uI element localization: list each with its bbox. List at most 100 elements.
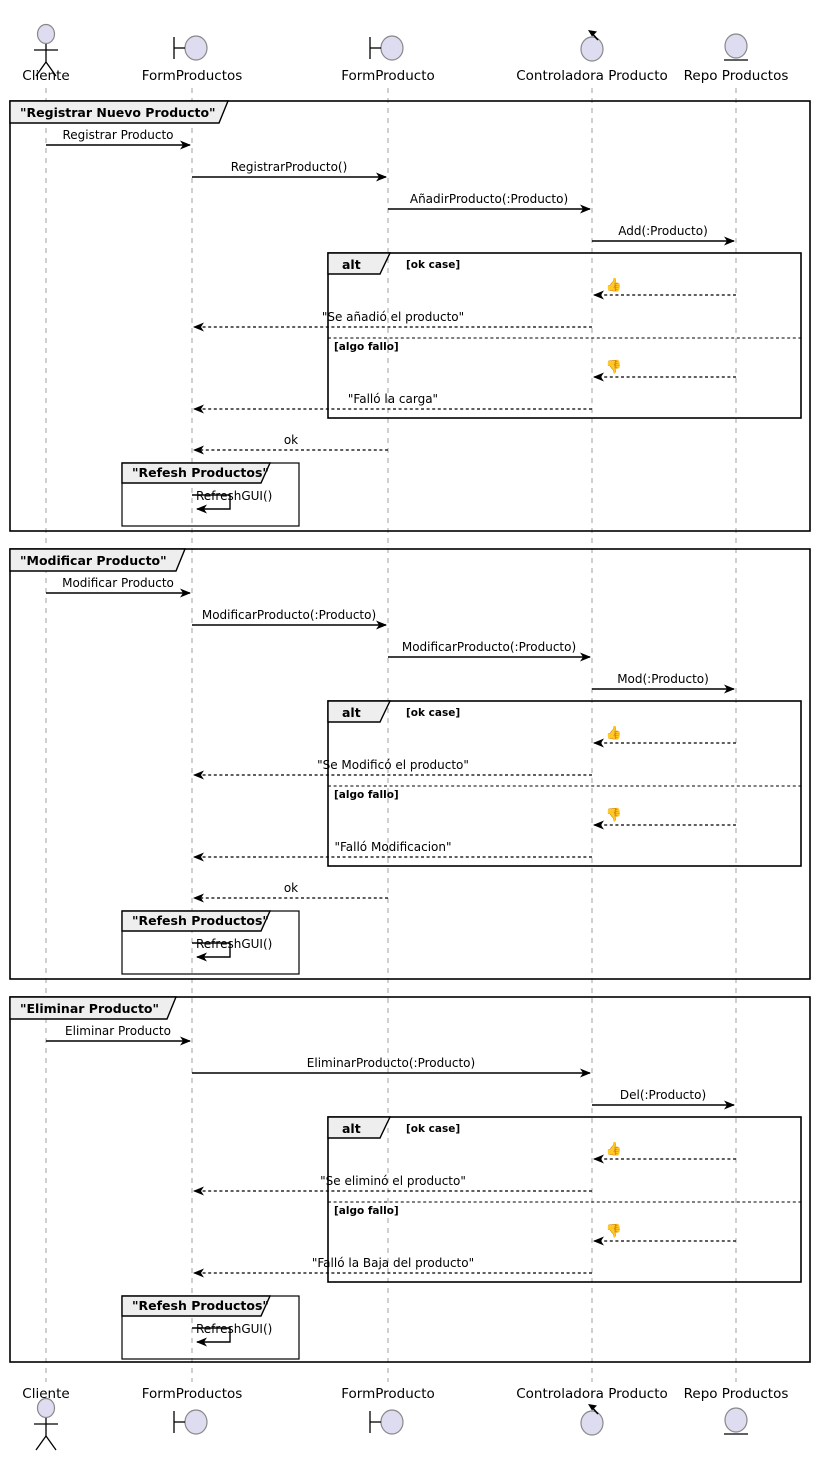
message-m12: ModificarProducto(:Producto)	[192, 608, 387, 630]
group-refresh-2-tab	[121, 910, 272, 932]
message-m7: 👎	[593, 359, 736, 382]
message-label-m3: AñadirProducto(:Producto)	[410, 192, 568, 206]
participant-heads-layer: ClienteClienteFormProductosFormProductos…	[22, 23, 789, 1451]
alt-fragment-alt-eliminar: alt [ok case] [algo fallo]	[327, 1116, 802, 1283]
message-label-m1: Registrar Producto	[62, 128, 173, 142]
alt-tab-alt-modificar	[327, 700, 392, 723]
alt-guard-alt-eliminar-0: [ok case]	[406, 1123, 460, 1135]
message-m9: ok	[193, 433, 388, 455]
message-m17: 👎	[593, 807, 736, 830]
message-label-m23: Del(:Producto)	[620, 1088, 706, 1102]
group-eliminar-tab	[9, 996, 178, 1020]
message-m19: ok	[193, 881, 388, 903]
message-m14: Mod(:Producto)	[592, 672, 735, 694]
boundary-icon	[369, 1409, 404, 1435]
message-m23: Del(:Producto)	[592, 1088, 735, 1110]
group-registrar-frame	[9, 100, 811, 532]
message-m18: "Falló Modificacion"	[193, 840, 592, 862]
thumbs-up-icon: 👍	[606, 277, 622, 293]
message-label-m9: ok	[284, 433, 298, 447]
group-refresh-3-title: "Refesh Productos"	[132, 1298, 269, 1313]
boundary-icon	[173, 35, 208, 61]
alt-frame-alt-modificar	[327, 700, 802, 867]
message-label-m14: Mod(:Producto)	[617, 672, 709, 686]
thumbs-up-icon: 👍	[606, 725, 622, 741]
entity-icon	[724, 33, 748, 61]
boundary-icon	[173, 1409, 208, 1435]
group-refresh-1-tab	[121, 462, 272, 484]
message-m11: Modificar Producto	[46, 576, 191, 598]
message-m5: 👍	[593, 277, 736, 300]
message-m15: 👍	[593, 725, 736, 748]
entity-icon	[724, 1407, 748, 1435]
control-icon	[580, 30, 604, 62]
alt-frame-alt-eliminar	[327, 1116, 802, 1283]
group-refresh-3: "Refesh Productos"	[121, 1295, 300, 1360]
group-modificar-frame	[9, 548, 811, 980]
participant-footer-label-controladora: Controladora Producto	[516, 1386, 668, 1402]
group-refresh-3-tab	[121, 1295, 272, 1317]
self-message-label-m20: RefreshGUI()	[196, 937, 272, 951]
self-message-label-m28: RefreshGUI()	[196, 1322, 272, 1336]
message-m22: EliminarProducto(:Producto)	[192, 1056, 591, 1078]
message-m6: "Se añadió el producto"	[193, 310, 592, 332]
group-registrar-title: "Registrar Nuevo Producto"	[20, 105, 216, 120]
participant-footer-label-cliente: Cliente	[22, 1386, 69, 1402]
participant-label-controladora: Controladora Producto	[516, 68, 668, 84]
alt-guard-alt-registrar-1: [algo fallo]	[334, 341, 399, 353]
message-m3: AñadirProducto(:Producto)	[388, 192, 591, 214]
message-label-m25: "Se eliminó el producto"	[320, 1174, 466, 1188]
message-label-m19: ok	[284, 881, 298, 895]
thumbs-down-icon: 👎	[606, 1223, 622, 1239]
alt-guard-alt-eliminar-1: [algo fallo]	[334, 1205, 399, 1217]
message-m24: 👍	[593, 1141, 736, 1164]
participant-label-repo: Repo Productos	[684, 68, 789, 84]
alt-guard-alt-modificar-1: [algo fallo]	[334, 789, 399, 801]
message-label-m12: ModificarProducto(:Producto)	[202, 608, 376, 622]
alt-fragment-alt-registrar: alt[ok case][algo fallo]	[327, 252, 802, 419]
alt-guard-alt-modificar-0: [ok case]	[406, 707, 460, 719]
boundary-icon	[369, 35, 404, 61]
participant-label-cliente: Cliente	[22, 68, 69, 84]
message-m21: Eliminar Producto	[46, 1024, 191, 1046]
message-label-m18: "Falló Modificacion"	[334, 840, 451, 854]
group-refresh-2-title: "Refesh Productos"	[132, 913, 269, 928]
groups-layer: "Registrar Nuevo Producto" alt [ok case] [a…	[9, 100, 811, 1363]
group-eliminar: "Eliminar Producto"	[9, 996, 811, 1363]
self-message-m10: RefreshGUI()	[192, 489, 272, 514]
message-label-m11: Modificar Producto	[62, 576, 174, 590]
alt-keyword-alt-eliminar: alt	[342, 1121, 361, 1136]
participant-footer-label-formproductos: FormProductos	[142, 1386, 243, 1402]
group-refresh-1-title: "Refesh Productos"	[132, 465, 269, 480]
group-eliminar-frame	[9, 996, 811, 1363]
alt-tab-alt-registrar	[327, 252, 392, 275]
self-message-path-m10	[192, 494, 231, 514]
message-label-m4: Add(:Producto)	[618, 224, 708, 238]
self-message-label-m10: RefreshGUI()	[196, 489, 272, 503]
group-eliminar-title: "Eliminar Producto"	[20, 1001, 159, 1016]
alt-tab-alt-eliminar	[327, 1116, 392, 1139]
message-label-m27: "Falló la Baja del producto"	[312, 1256, 474, 1270]
alt-fragment-alt-modificar: alt [ok case] [algo fallo]	[327, 700, 802, 867]
message-m16: "Se Modificó el producto"	[193, 758, 592, 780]
self-message-path-m20	[192, 942, 231, 962]
group-modificar: "Modificar Producto"	[9, 548, 811, 980]
actor-stick-figure-icon	[34, 1397, 58, 1451]
message-m4: Add(:Producto)	[592, 224, 735, 246]
group-refresh-2: "Refesh Productos"	[121, 910, 300, 975]
participant-label-formproductos: FormProductos	[142, 68, 243, 84]
alt-keyword-alt-modificar: alt	[342, 705, 361, 720]
group-registrar: "Registrar Nuevo Producto"	[9, 100, 811, 532]
message-m27: "Falló la Baja del producto"	[193, 1256, 592, 1278]
participant-label-formproducto: FormProducto	[341, 68, 435, 84]
thumbs-up-icon: 👍	[606, 1141, 622, 1157]
thumbs-down-icon: 👎	[606, 807, 622, 823]
message-m2: RegistrarProducto()	[192, 160, 387, 182]
thumbs-down-icon: 👎	[606, 359, 622, 375]
message-label-m22: EliminarProducto(:Producto)	[307, 1056, 475, 1070]
alt-keyword-alt-registrar: alt	[342, 257, 361, 272]
actor-stick-figure-icon	[34, 23, 58, 77]
self-message-path-m28	[192, 1327, 231, 1347]
